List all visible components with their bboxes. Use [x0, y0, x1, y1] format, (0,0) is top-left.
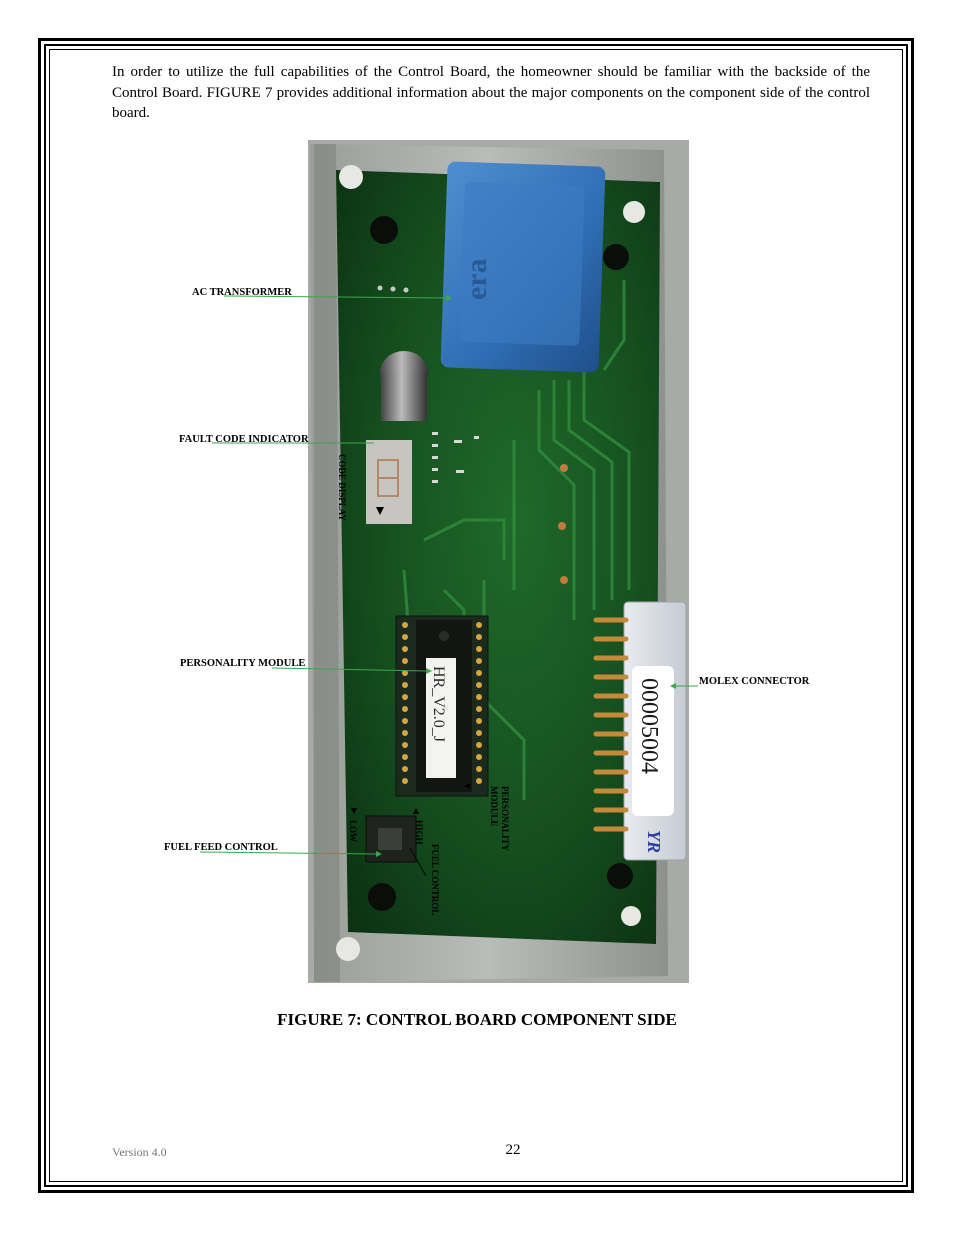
page-border-outer: [38, 38, 914, 1193]
code-display-segments: [377, 459, 399, 497]
personality-module-vertical-arrow: [464, 783, 470, 789]
plate-hole-bottom-left: [336, 937, 360, 961]
chip-sticker: [426, 658, 456, 778]
figure-caption: FIGURE 7: CONTROL BOARD COMPONENT SIDE: [277, 1010, 677, 1029]
label-personality-module: PERSONALITY MODULE: [180, 658, 305, 669]
ac-transformer-face: [459, 182, 585, 346]
smd-components: [432, 432, 479, 483]
molex-sticker: [632, 666, 674, 816]
plate-hole-bottom-right: [621, 906, 641, 926]
chip-label: HR_V2.0_J: [430, 666, 447, 742]
transformer-brand-mark: era: [460, 258, 493, 300]
label-fuel-control: FUEL CONTROL: [430, 844, 440, 915]
page-border-inner: [49, 49, 903, 1182]
pointer-ac-transformer: [223, 295, 447, 299]
label-code-display: CODE DISPLAY: [337, 454, 347, 521]
high-arrow: [413, 808, 419, 814]
board-screw-2: [603, 244, 629, 270]
label-high: HIGH: [414, 820, 424, 845]
footer-version: Version 4.0: [112, 1145, 167, 1159]
code-display-arrow: [376, 507, 384, 515]
pointer-molex-arrow: [670, 683, 676, 689]
pointer-fuel-feed-arrow: [376, 851, 382, 857]
pointer-fuel-feed: [199, 851, 377, 855]
control-board-figure: era HR_V2.0_J: [164, 140, 824, 983]
chip-notch: [439, 631, 449, 641]
label-ac-transformer: AC TRANSFORMER: [192, 287, 292, 298]
intro-paragraph: In order to utilize the full capabilitie…: [112, 64, 870, 121]
page-number: 22: [505, 1142, 521, 1158]
label-low: LOW: [348, 820, 358, 842]
pointer-personality-module: [271, 667, 427, 672]
label-fuel-feed-control: FUEL FEED CONTROL: [164, 842, 278, 853]
socket-pins: [402, 622, 482, 784]
label-personality-module-vertical-2: MODULE: [489, 786, 499, 827]
molex-sticker-number: 00005004: [636, 678, 662, 774]
plate-hole-top-left: [339, 165, 363, 189]
page-border-middle: [44, 44, 908, 1187]
board-screw-4: [607, 863, 633, 889]
molex-mark: YR: [644, 830, 664, 853]
test-pads: [377, 285, 409, 293]
plate-hole-top-right: [623, 201, 645, 223]
capacitor-body: [381, 373, 427, 421]
label-molex-connector: MOLEX CONNECTOR: [699, 676, 810, 687]
fuel-feed-switch-knob: [378, 828, 402, 850]
board-screw-3: [368, 883, 396, 911]
label-fault-code-indicator: FAULT CODE INDICATOR: [179, 434, 309, 445]
plate-shadow-edge: [314, 144, 340, 982]
code-display: [366, 440, 412, 524]
low-arrow: [351, 808, 357, 814]
label-personality-module-vertical-1: PERSONALITY: [500, 786, 510, 852]
copper-pads: [558, 464, 568, 584]
pointer-personality-module-arrow: [426, 668, 432, 674]
board-screw-1: [370, 216, 398, 244]
pointer-ac-transformer-arrow: [446, 295, 452, 301]
fuel-control-pointer: [409, 847, 427, 877]
molex-pins: [593, 617, 629, 832]
